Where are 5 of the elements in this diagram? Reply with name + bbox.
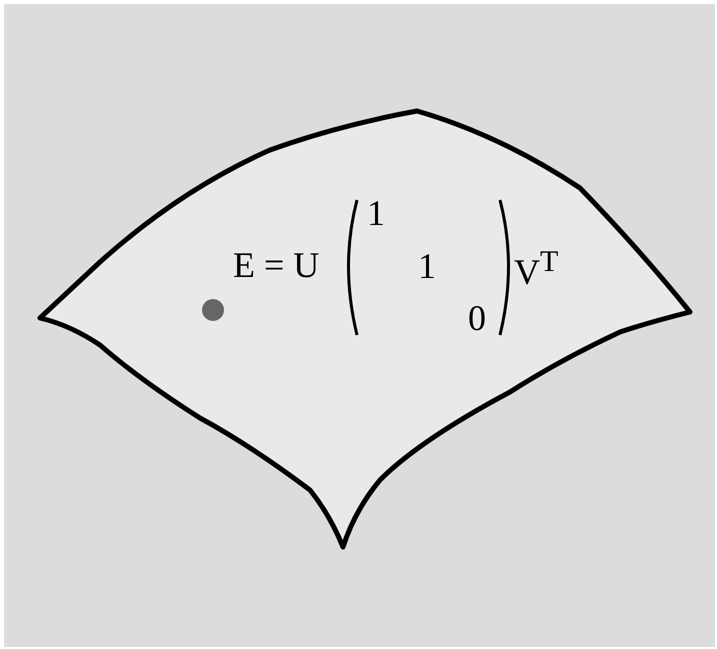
matrix-entry: 1 bbox=[418, 248, 436, 284]
matrix-entry: 0 bbox=[468, 300, 486, 336]
equation-text: E = U bbox=[233, 247, 320, 283]
equation-text: V$^{T}$ bbox=[514, 247, 558, 290]
matrix-entry: 1 bbox=[367, 195, 385, 231]
